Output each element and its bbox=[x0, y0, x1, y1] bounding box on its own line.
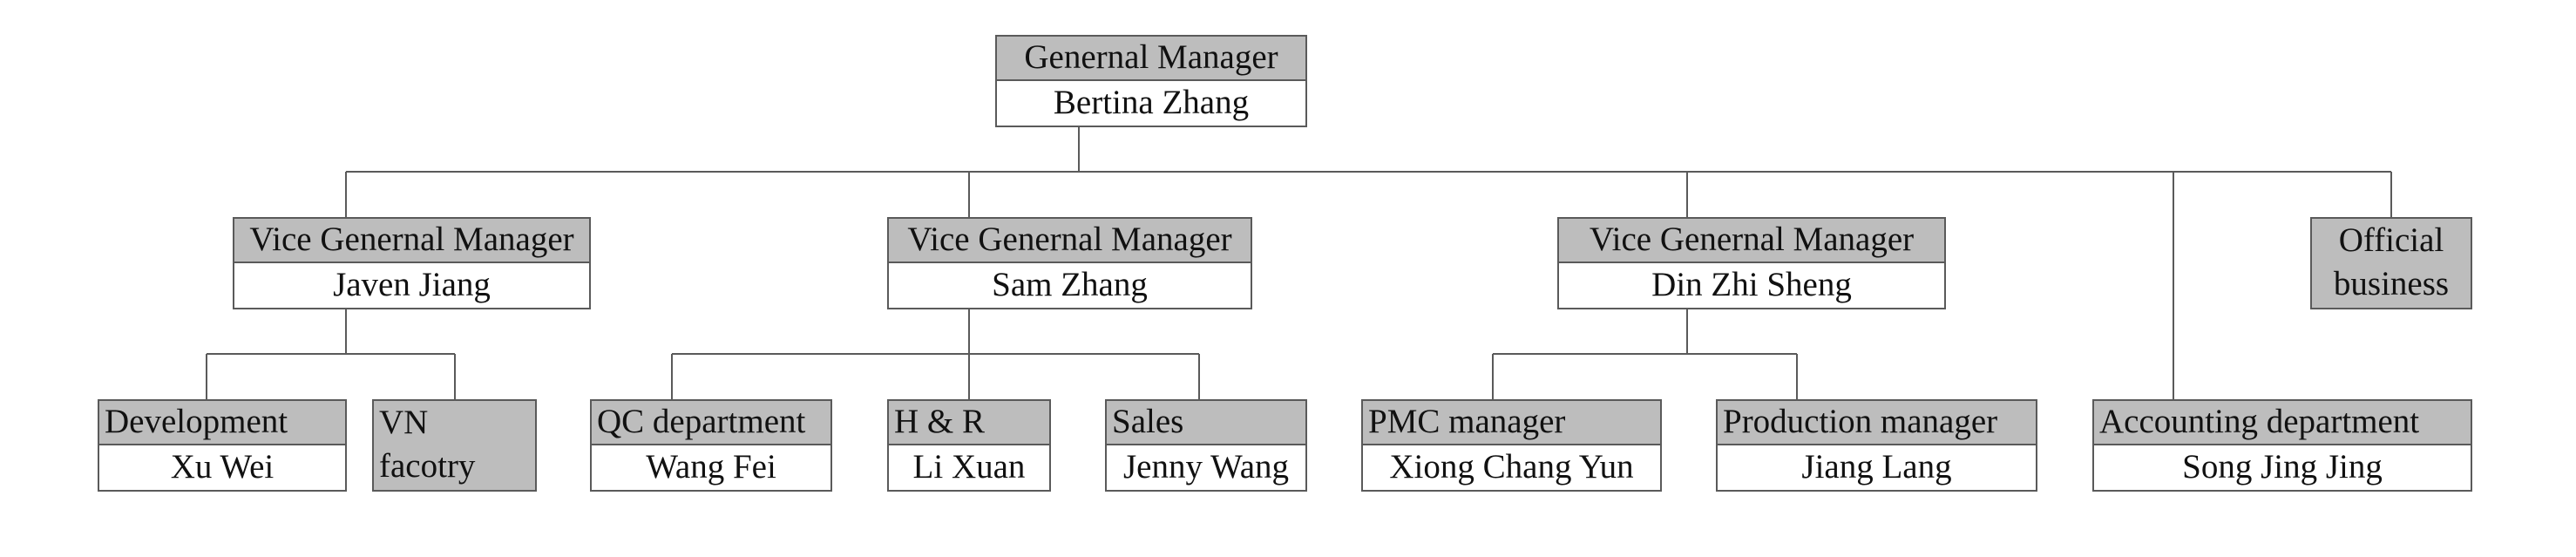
vice-gm-1-role: Vice Genernal Manager bbox=[234, 219, 589, 263]
hr-role: H & R bbox=[889, 401, 1049, 445]
vn-factory-box: VN facotry bbox=[372, 399, 537, 492]
official-business-line2: business bbox=[2333, 265, 2450, 302]
development-box: Development Xu Wei bbox=[98, 399, 347, 492]
general-manager-box: Genernal Manager Bertina Zhang bbox=[995, 35, 1307, 127]
production-manager-name: Jiang Lang bbox=[1801, 448, 1952, 486]
hr-box: H & R Li Xuan bbox=[887, 399, 1051, 492]
vn-factory-line1: VN bbox=[379, 404, 429, 441]
pmc-manager-role: PMC manager bbox=[1363, 401, 1660, 445]
qc-department-name: Wang Fei bbox=[646, 448, 776, 486]
official-business-box: Official business bbox=[2310, 217, 2472, 309]
general-manager-name: Bertina Zhang bbox=[1053, 84, 1250, 121]
vice-gm-1-box: Vice Genernal Manager Javen Jiang bbox=[233, 217, 591, 309]
official-business-line1: Official bbox=[2338, 221, 2444, 259]
accounting-department-name: Song Jing Jing bbox=[2182, 448, 2383, 486]
production-manager-role: Production manager bbox=[1718, 401, 2036, 445]
general-manager-role: Genernal Manager bbox=[997, 37, 1305, 81]
vice-gm-2-name: Sam Zhang bbox=[992, 266, 1148, 303]
vice-gm-2-box: Vice Genernal Manager Sam Zhang bbox=[887, 217, 1252, 309]
production-manager-box: Production manager Jiang Lang bbox=[1716, 399, 2037, 492]
vice-gm-3-name: Din Zhi Sheng bbox=[1651, 266, 1852, 303]
sales-name: Jenny Wang bbox=[1122, 448, 1290, 486]
qc-department-role: QC department bbox=[592, 401, 830, 445]
vice-gm-3-role: Vice Genernal Manager bbox=[1559, 219, 1944, 263]
vice-gm-1-name: Javen Jiang bbox=[333, 266, 491, 303]
pmc-manager-box: PMC manager Xiong Chang Yun bbox=[1361, 399, 1662, 492]
development-role: Development bbox=[99, 401, 345, 445]
sales-box: Sales Jenny Wang bbox=[1105, 399, 1307, 492]
vice-gm-3-box: Vice Genernal Manager Din Zhi Sheng bbox=[1557, 217, 1946, 309]
development-name: Xu Wei bbox=[170, 448, 275, 486]
vice-gm-2-role: Vice Genernal Manager bbox=[889, 219, 1251, 263]
accounting-department-role: Accounting department bbox=[2094, 401, 2471, 445]
sales-role: Sales bbox=[1107, 401, 1305, 445]
accounting-department-box: Accounting department Song Jing Jing bbox=[2092, 399, 2472, 492]
hr-name: Li Xuan bbox=[912, 448, 1026, 486]
vn-factory-line2: facotry bbox=[379, 447, 476, 485]
pmc-manager-name: Xiong Chang Yun bbox=[1389, 448, 1634, 486]
qc-department-box: QC department Wang Fei bbox=[590, 399, 832, 492]
